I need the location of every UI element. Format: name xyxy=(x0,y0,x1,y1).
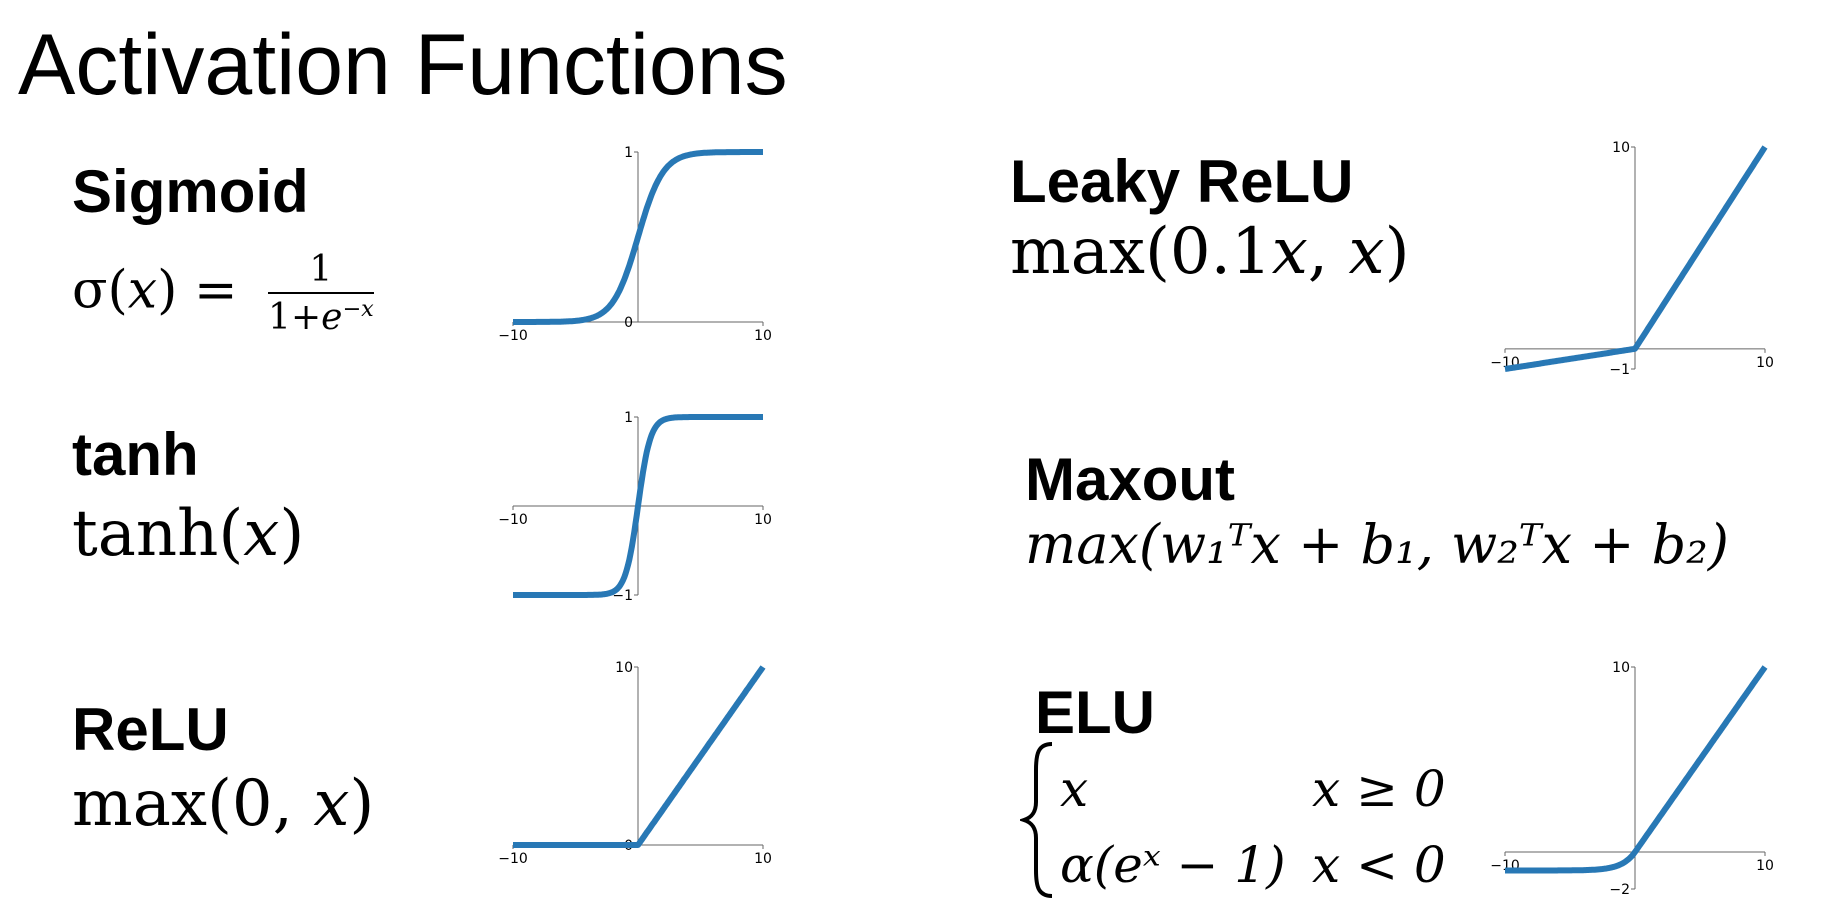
series-line-leaky_relu xyxy=(1503,145,1768,372)
elu-name: ELU xyxy=(1035,679,1155,746)
elu-case1: x xyxy=(1060,760,1089,818)
maxout-name: Maxout xyxy=(1025,446,1235,513)
maxout-formula: max(w₁ᵀx + b₁, w₂ᵀx + b₂) xyxy=(1025,513,1729,576)
sigmoid-denominator: 1+e−x xyxy=(268,296,374,338)
tanh-name: tanh xyxy=(72,421,199,488)
elu-brace xyxy=(1020,742,1053,898)
y-tick-label: 1 xyxy=(624,145,633,161)
sigmoid-fraction: 1 1+e−x xyxy=(268,252,374,336)
page-title: Activation Functions xyxy=(18,17,788,113)
x-tick-label: 10 xyxy=(754,851,772,867)
sigmoid-formula: σ(x) = 1 1+e−x xyxy=(72,252,374,336)
leaky-relu-name: Leaky ReLU xyxy=(1010,148,1354,215)
y-tick-label: 10 xyxy=(1612,140,1630,156)
y-tick-label: 10 xyxy=(615,660,633,676)
series-line-elu xyxy=(1503,665,1768,874)
leaky-relu-formula: max(0.1x, x) xyxy=(1010,215,1410,289)
series-line-tanh xyxy=(511,414,765,598)
elu-cond1: x ≥ 0 xyxy=(1312,760,1446,818)
sigmoid-lhs: σ( xyxy=(72,260,128,321)
x-tick-label: 10 xyxy=(1756,355,1774,371)
relu-formula: max(0, x) xyxy=(72,767,375,841)
sigmoid-var: x xyxy=(127,260,158,321)
tanh-formula: tanh(x) xyxy=(72,497,305,571)
series-line-sigmoid xyxy=(511,149,765,325)
elu-case2: α(eˣ − 1) xyxy=(1060,836,1286,894)
relu-name: ReLU xyxy=(72,696,229,763)
x-tick-label: −10 xyxy=(498,512,528,528)
y-tick-label: −1 xyxy=(1609,362,1630,378)
y-tick-label: 1 xyxy=(624,410,633,426)
y-tick-label: 10 xyxy=(1612,660,1630,676)
x-tick-label: 10 xyxy=(1756,858,1774,874)
x-tick-label: −10 xyxy=(498,328,528,344)
sigmoid-plot: −10 10 0 1 xyxy=(498,145,772,344)
sigmoid-name: Sigmoid xyxy=(72,158,309,225)
y-tick-label: −2 xyxy=(1609,882,1630,898)
series-line-relu xyxy=(511,665,766,848)
x-tick-label: 10 xyxy=(754,328,772,344)
y-tick-label: 0 xyxy=(624,315,633,331)
x-tick-label: 10 xyxy=(754,512,772,528)
sigmoid-rhs: ) = xyxy=(157,260,238,321)
x-tick-label: −10 xyxy=(498,851,528,867)
sigmoid-numerator: 1 xyxy=(268,252,374,294)
elu-cond2: x < 0 xyxy=(1312,836,1446,894)
